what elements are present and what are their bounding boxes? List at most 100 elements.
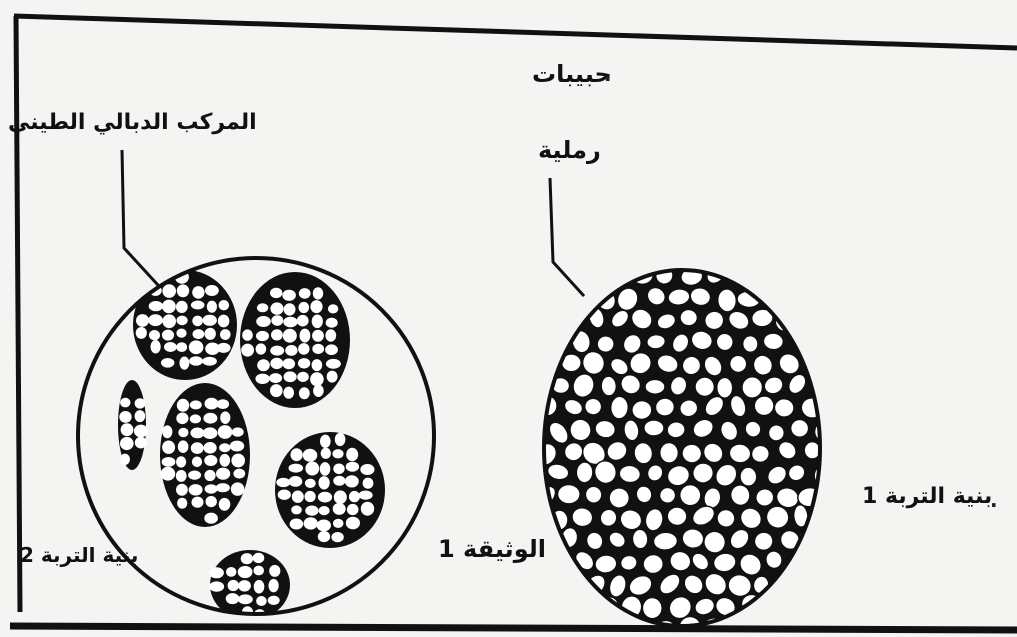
sand-grain [586, 264, 601, 285]
sand-grain [809, 553, 836, 575]
aggregate-grain [190, 400, 202, 409]
humus-leader-line [122, 150, 168, 296]
aggregate-grain [203, 427, 218, 439]
sand-grain [571, 592, 597, 618]
aggregate-grain [121, 423, 134, 436]
aggregate-grain [284, 371, 297, 382]
aggregate-grain [162, 330, 174, 341]
aggregate-grain [270, 384, 283, 397]
sand-grain [742, 335, 758, 352]
sand-grain [537, 350, 554, 374]
aggregate-grain [162, 425, 172, 438]
aggregate-grain [334, 490, 347, 504]
aggregate-grain [345, 475, 359, 487]
aggregate-grain [162, 441, 175, 454]
aggregate-grain [162, 284, 176, 298]
aggregate-grain [313, 385, 324, 397]
aggregate-grain [231, 482, 245, 495]
aggregate-grain [304, 517, 318, 529]
aggregate-grain [204, 470, 215, 481]
aggregate-grain [270, 358, 283, 369]
sand-grains [531, 259, 840, 637]
aggregate-grain [297, 315, 309, 327]
aggregate-grain [204, 513, 218, 524]
aggregate-grain [292, 491, 304, 503]
aggregate-grain [283, 387, 294, 399]
aggregate-grain [230, 441, 244, 452]
aggregate-grain [255, 374, 269, 384]
aggregate-grain [300, 329, 311, 343]
sand-grain [571, 286, 596, 311]
aggregate-grain [135, 437, 147, 449]
aggregate-grain [253, 553, 265, 563]
sand-grain [610, 396, 629, 419]
aggregate-grain [346, 462, 359, 472]
aggregate-grain [218, 315, 230, 328]
aggregate-grain [319, 476, 330, 489]
aggregate-grain [312, 359, 323, 371]
aggregate-grain [161, 358, 174, 368]
aggregate-grain [253, 566, 264, 576]
aggregate-grain [333, 476, 345, 486]
aggregate-grain [346, 517, 360, 530]
aggregate-grain [332, 449, 343, 458]
aggregate-grain [205, 398, 219, 410]
aggregate-grain [254, 580, 265, 594]
aggregate-grain [176, 484, 188, 496]
aggregate-grain [349, 491, 360, 502]
aggregate-grain [192, 286, 204, 299]
sand-grain [659, 442, 679, 464]
sand-grain [760, 593, 787, 621]
aggregate-grain [192, 457, 202, 468]
aggregate-grain [285, 345, 297, 356]
aggregate-grain [320, 435, 331, 448]
aggregate-grain [190, 428, 204, 439]
aggregate-grain [177, 284, 189, 297]
sand-grain [794, 307, 824, 336]
aggregate-grain [204, 455, 217, 466]
aggregate-grain [219, 300, 230, 310]
aggregate-grain [312, 315, 323, 329]
aggregate-grain [347, 504, 359, 515]
aggregate-grain [217, 399, 229, 409]
aggregate-grain [305, 491, 316, 502]
aggregate-grain [206, 496, 217, 507]
aggregate-grain [178, 428, 188, 437]
aggregate-grain [325, 329, 336, 341]
aggregate-grain [313, 287, 323, 299]
aggregate-grain [134, 425, 148, 438]
aggregate-grain [333, 464, 344, 475]
aggregate-grain [120, 437, 134, 450]
sand-grain [772, 614, 799, 636]
aggregate-grain [191, 442, 204, 454]
aggregate-grain [303, 449, 318, 462]
aggregate-grain [269, 579, 279, 592]
aggregate-grain [283, 317, 297, 328]
aggregate-grain [317, 520, 331, 532]
aggregate-grain [136, 314, 149, 327]
aggregate-grain [327, 371, 338, 383]
aggregate-grain [268, 596, 280, 605]
aggregate-grain [189, 356, 203, 365]
aggregate-grain [202, 357, 217, 366]
aggregate-grain [331, 532, 343, 542]
aggregate-grain [238, 580, 251, 591]
aggregate-grain [276, 478, 290, 487]
sand-grain [717, 377, 733, 398]
bullet-dot: . [604, 62, 612, 86]
aggregate-grain [269, 373, 282, 383]
aggregate-grain [283, 329, 297, 343]
sand-grains-label-line2: رملية [538, 138, 601, 162]
sand-grain [787, 290, 807, 308]
sand-grain [739, 467, 757, 487]
aggregate-grain [179, 357, 189, 370]
aggregate-grain [359, 491, 373, 500]
aggregate-grain [238, 594, 253, 604]
aggregate-grain [164, 342, 177, 352]
aggregate-grain [269, 565, 280, 577]
aggregate-grain [176, 329, 186, 338]
sand-grain [810, 594, 837, 621]
sand-grain [608, 266, 627, 284]
aggregate-grain [162, 300, 176, 314]
aggregate-grain [177, 498, 187, 509]
